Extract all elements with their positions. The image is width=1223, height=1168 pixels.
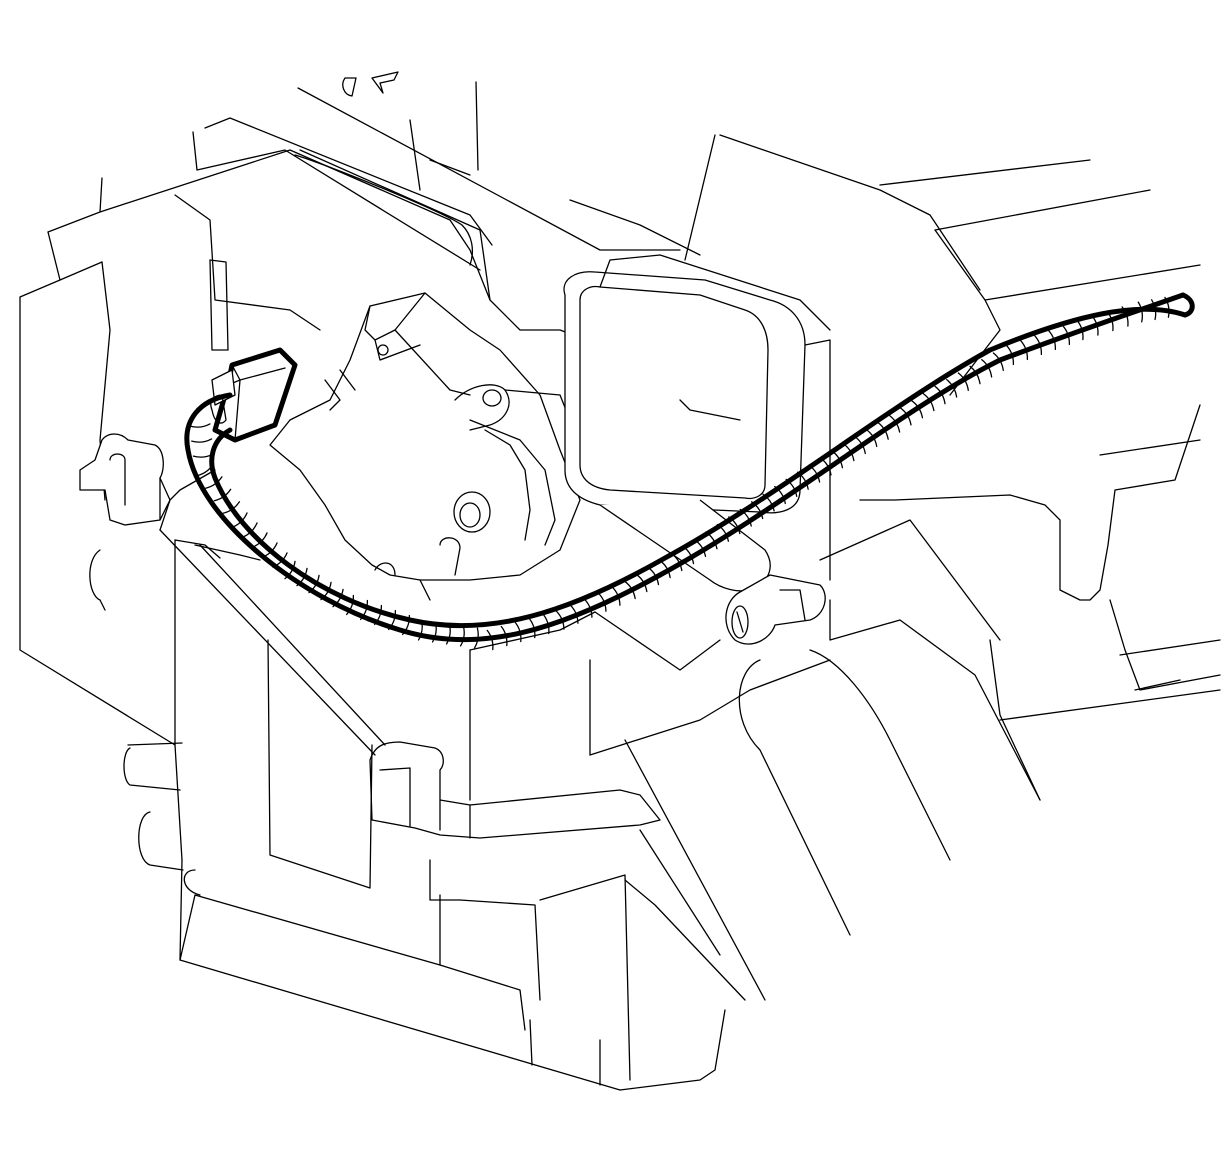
conduit-ring xyxy=(1121,306,1129,327)
conduit-ring xyxy=(796,471,809,490)
foreground-structure xyxy=(159,469,431,601)
conduit-ring xyxy=(739,508,752,527)
conduit-ring xyxy=(387,609,397,631)
conduit-ring xyxy=(222,501,241,514)
conduit-ring xyxy=(204,476,223,489)
conduit-ring xyxy=(934,385,946,405)
conduit-ring xyxy=(569,604,579,624)
conduit-ring xyxy=(320,581,332,601)
conduit-ring xyxy=(345,594,355,616)
conduit-ring xyxy=(762,493,775,512)
conduit-ring xyxy=(1091,315,1099,336)
conduit-ring xyxy=(1019,339,1029,361)
conduit-ring xyxy=(819,457,832,476)
conduit-ring xyxy=(431,621,437,643)
conduit-ring xyxy=(191,438,213,443)
conduit-ring xyxy=(1005,344,1015,366)
conduit-ring xyxy=(957,372,969,391)
conduit-ring xyxy=(1047,329,1057,351)
conduit-ring xyxy=(1033,334,1043,356)
conduit-ring xyxy=(213,488,232,502)
conduit-ring xyxy=(946,379,958,398)
conduit-ring xyxy=(500,625,508,647)
conduit-ring xyxy=(682,545,695,565)
conduit-ring xyxy=(459,625,465,647)
conduit-ring xyxy=(785,478,798,497)
conduit-ring xyxy=(417,619,423,641)
conduit-ring xyxy=(876,421,889,440)
conduit-ring xyxy=(296,567,308,587)
lower-ducts xyxy=(589,519,1041,1001)
conduit-ring xyxy=(842,443,855,462)
conduit-ring xyxy=(332,588,344,608)
conduit-ring xyxy=(705,531,718,550)
conduit-ring xyxy=(1106,310,1114,332)
conduit-ring xyxy=(624,580,636,600)
harness-conduit-rings xyxy=(189,296,1170,651)
conduit-ring xyxy=(865,428,878,447)
conduit-ring xyxy=(728,516,741,535)
conduit-ring xyxy=(899,407,912,426)
conduit-ring xyxy=(473,627,479,649)
background-structure xyxy=(192,71,1221,801)
conduit-ring xyxy=(750,501,764,520)
conduit-ring xyxy=(969,365,981,385)
conduit-ring xyxy=(401,614,411,636)
conduit-ring xyxy=(981,359,993,378)
conduit-ring xyxy=(1150,299,1157,321)
conduit-ring xyxy=(514,621,522,643)
conduit-ring xyxy=(555,610,565,630)
conduit-ring xyxy=(992,352,1004,371)
conduit-ring xyxy=(308,574,320,594)
conduit-ring xyxy=(284,560,296,580)
conduit-ring xyxy=(373,604,383,626)
conduit-ring xyxy=(693,539,707,557)
conduit-ring xyxy=(716,523,730,542)
conduit-ring xyxy=(189,423,211,428)
conduit-ring xyxy=(486,629,494,651)
conduit-ring xyxy=(252,532,268,548)
case-flange xyxy=(369,741,661,839)
conduit-ring xyxy=(542,613,550,635)
conduit-ring xyxy=(911,400,924,419)
conduit-ring xyxy=(647,566,660,586)
conduit-ring xyxy=(262,542,278,558)
hvac-case xyxy=(19,149,746,1091)
conduit-ring xyxy=(659,559,671,579)
conduit-ring xyxy=(635,573,648,593)
conduit-ring xyxy=(528,617,536,639)
conduit-ring xyxy=(242,522,258,538)
conduit-ring xyxy=(192,453,214,458)
mode-actuator xyxy=(269,292,581,581)
conduit-ring xyxy=(831,450,844,469)
conduit-ring xyxy=(774,485,786,505)
conduit-ring xyxy=(272,552,288,568)
conduit-ring xyxy=(808,464,821,483)
conduit-ring xyxy=(1076,319,1084,341)
conduit-ring xyxy=(1137,301,1143,323)
conduit-ring xyxy=(1061,324,1071,346)
conduit-ring xyxy=(196,463,214,477)
conduit-ring xyxy=(583,598,593,618)
conduit-ring xyxy=(922,393,935,412)
conduit-ring xyxy=(611,586,621,606)
conduit-ring xyxy=(597,592,607,612)
conduit-ring xyxy=(359,599,369,621)
left-clip xyxy=(79,433,171,526)
conduit-ring xyxy=(1164,296,1170,318)
conduit-ring xyxy=(854,435,866,455)
conduit-ring xyxy=(445,623,451,645)
conduit-ring xyxy=(888,414,901,433)
duct-outlet xyxy=(563,254,831,581)
conduit-ring xyxy=(232,512,248,528)
conduit-ring xyxy=(670,552,683,572)
